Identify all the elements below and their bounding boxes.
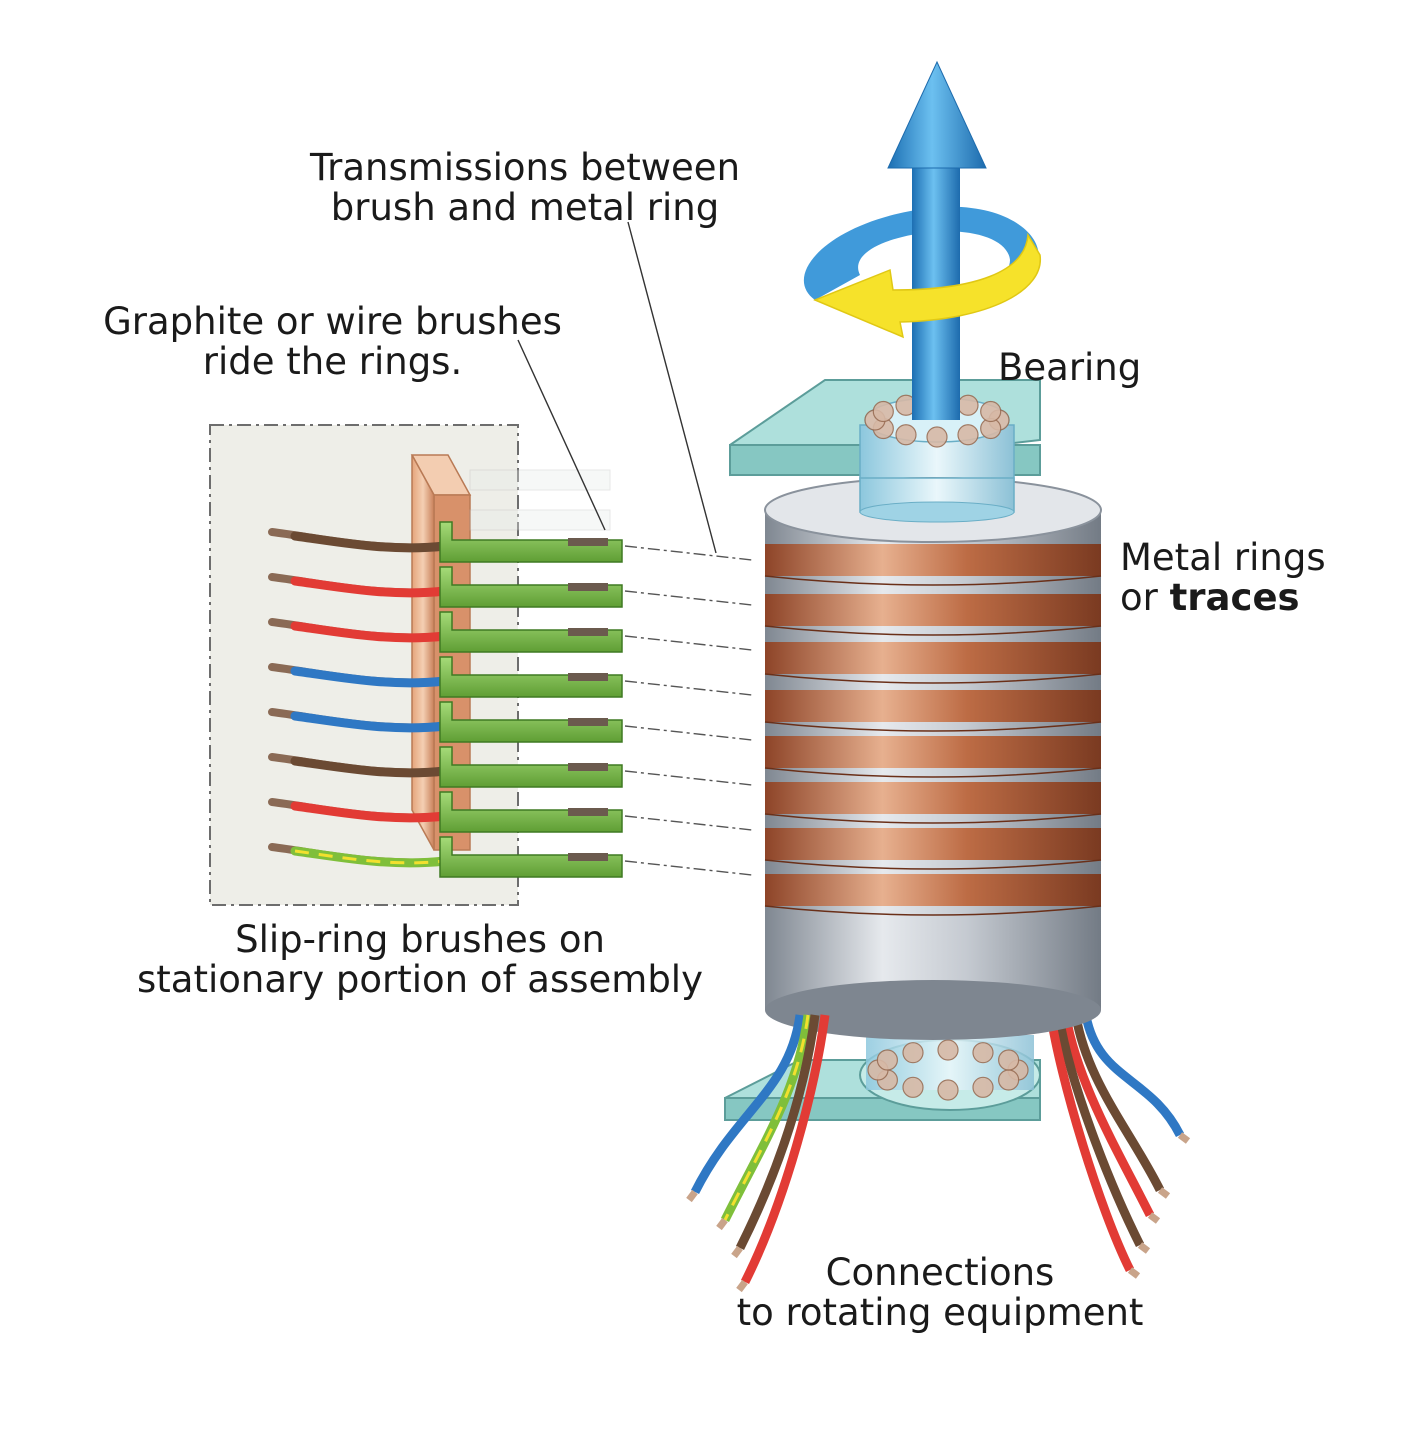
wire	[268, 663, 450, 688]
bearing-ball	[902, 1042, 924, 1064]
metal-ring	[764, 594, 1102, 636]
label-transmissions-line2: brush and metal ring	[330, 186, 720, 229]
label-stationary: Slip-ring brushes on stationary portion …	[100, 920, 740, 1000]
wire	[268, 753, 450, 778]
bearing-ball	[957, 424, 979, 446]
wire	[268, 798, 450, 823]
label-brushes-line2: ride the rings.	[202, 340, 463, 383]
bearing-ball	[926, 426, 948, 448]
wire	[1045, 1009, 1141, 1279]
wire	[268, 843, 450, 868]
wire	[686, 1014, 805, 1203]
wire	[268, 573, 450, 598]
metal-ring	[764, 690, 1102, 732]
brush	[439, 566, 623, 608]
brush	[439, 521, 623, 563]
wire	[1070, 1009, 1171, 1199]
wire	[731, 1014, 820, 1259]
rotation-arrow-icon	[813, 232, 1041, 339]
slip-ring-cylinder	[764, 477, 1102, 1040]
wire	[736, 1014, 830, 1293]
dash-line	[624, 815, 753, 831]
metal-ring	[764, 642, 1102, 684]
brush	[439, 791, 623, 833]
dash-line	[624, 635, 753, 651]
label-metal-rings-line1: Metal rings	[1120, 536, 1326, 579]
bearing-ball	[998, 1049, 1020, 1071]
label-connections-line1: Connections	[825, 1251, 1055, 1294]
bearing-ball	[972, 1076, 994, 1098]
brush	[439, 836, 623, 878]
label-stationary-line1: Slip-ring brushes on	[235, 918, 605, 961]
metal-ring	[764, 782, 1102, 824]
dash-line	[624, 725, 753, 741]
leader-line-transmissions	[627, 221, 717, 554]
label-bearing: Bearing	[998, 346, 1142, 389]
wire	[716, 1014, 813, 1231]
label-transmissions: Transmissions between brush and metal ri…	[270, 148, 780, 228]
label-brushes: Graphite or wire brushes ride the rings.	[60, 302, 605, 382]
bearing-ball	[895, 424, 917, 446]
wire	[268, 528, 450, 553]
metal-ring	[764, 828, 1102, 870]
label-connections-line2: to rotating equipment	[736, 1291, 1144, 1334]
label-stationary-line2: stationary portion of assembly	[137, 958, 703, 1001]
brush	[439, 656, 623, 698]
bearing-ball	[937, 1039, 959, 1061]
brush	[439, 746, 623, 788]
wire	[1080, 1009, 1191, 1144]
label-metal-rings: Metal rings or traces	[1120, 538, 1326, 618]
stationary-panel	[209, 424, 519, 906]
bearing-ball	[980, 400, 1002, 423]
bearing-ball	[937, 1079, 959, 1101]
bearing-ball	[872, 400, 894, 423]
right-wires	[1045, 1009, 1191, 1279]
brush	[439, 611, 623, 653]
bearing-ball	[957, 394, 979, 416]
left-wires	[268, 528, 450, 868]
label-brushes-line1: Graphite or wire brushes	[103, 300, 562, 343]
label-transmissions-line1: Transmissions between	[309, 146, 741, 189]
dash-line	[624, 860, 753, 876]
metal-ring	[764, 736, 1102, 778]
label-connections: Connections to rotating equipment	[700, 1253, 1180, 1333]
wire	[1060, 1009, 1161, 1224]
dash-line	[624, 680, 753, 696]
label-metal-rings-line2: or traces	[1120, 578, 1326, 618]
metal-ring	[764, 544, 1102, 586]
bottom-left-wires	[686, 1014, 830, 1293]
brush	[439, 701, 623, 743]
wire	[268, 618, 450, 643]
wire	[1053, 1009, 1151, 1254]
bearing-ball	[972, 1042, 994, 1064]
transmission-dash-lines	[624, 545, 753, 876]
wire	[268, 708, 450, 733]
leader-line-brushes	[517, 339, 606, 531]
brushes	[439, 521, 623, 878]
bearing-ball	[998, 1069, 1020, 1091]
ghost-brushes	[469, 469, 611, 531]
label-or: or	[1120, 576, 1170, 619]
dash-line	[624, 545, 753, 561]
bearing-ball	[876, 1049, 898, 1071]
dash-line	[624, 590, 753, 606]
metal-rings	[764, 544, 1102, 916]
metal-ring	[764, 874, 1102, 916]
bearing-ball	[902, 1076, 924, 1098]
dash-line	[624, 770, 753, 786]
label-traces: traces	[1169, 576, 1300, 619]
